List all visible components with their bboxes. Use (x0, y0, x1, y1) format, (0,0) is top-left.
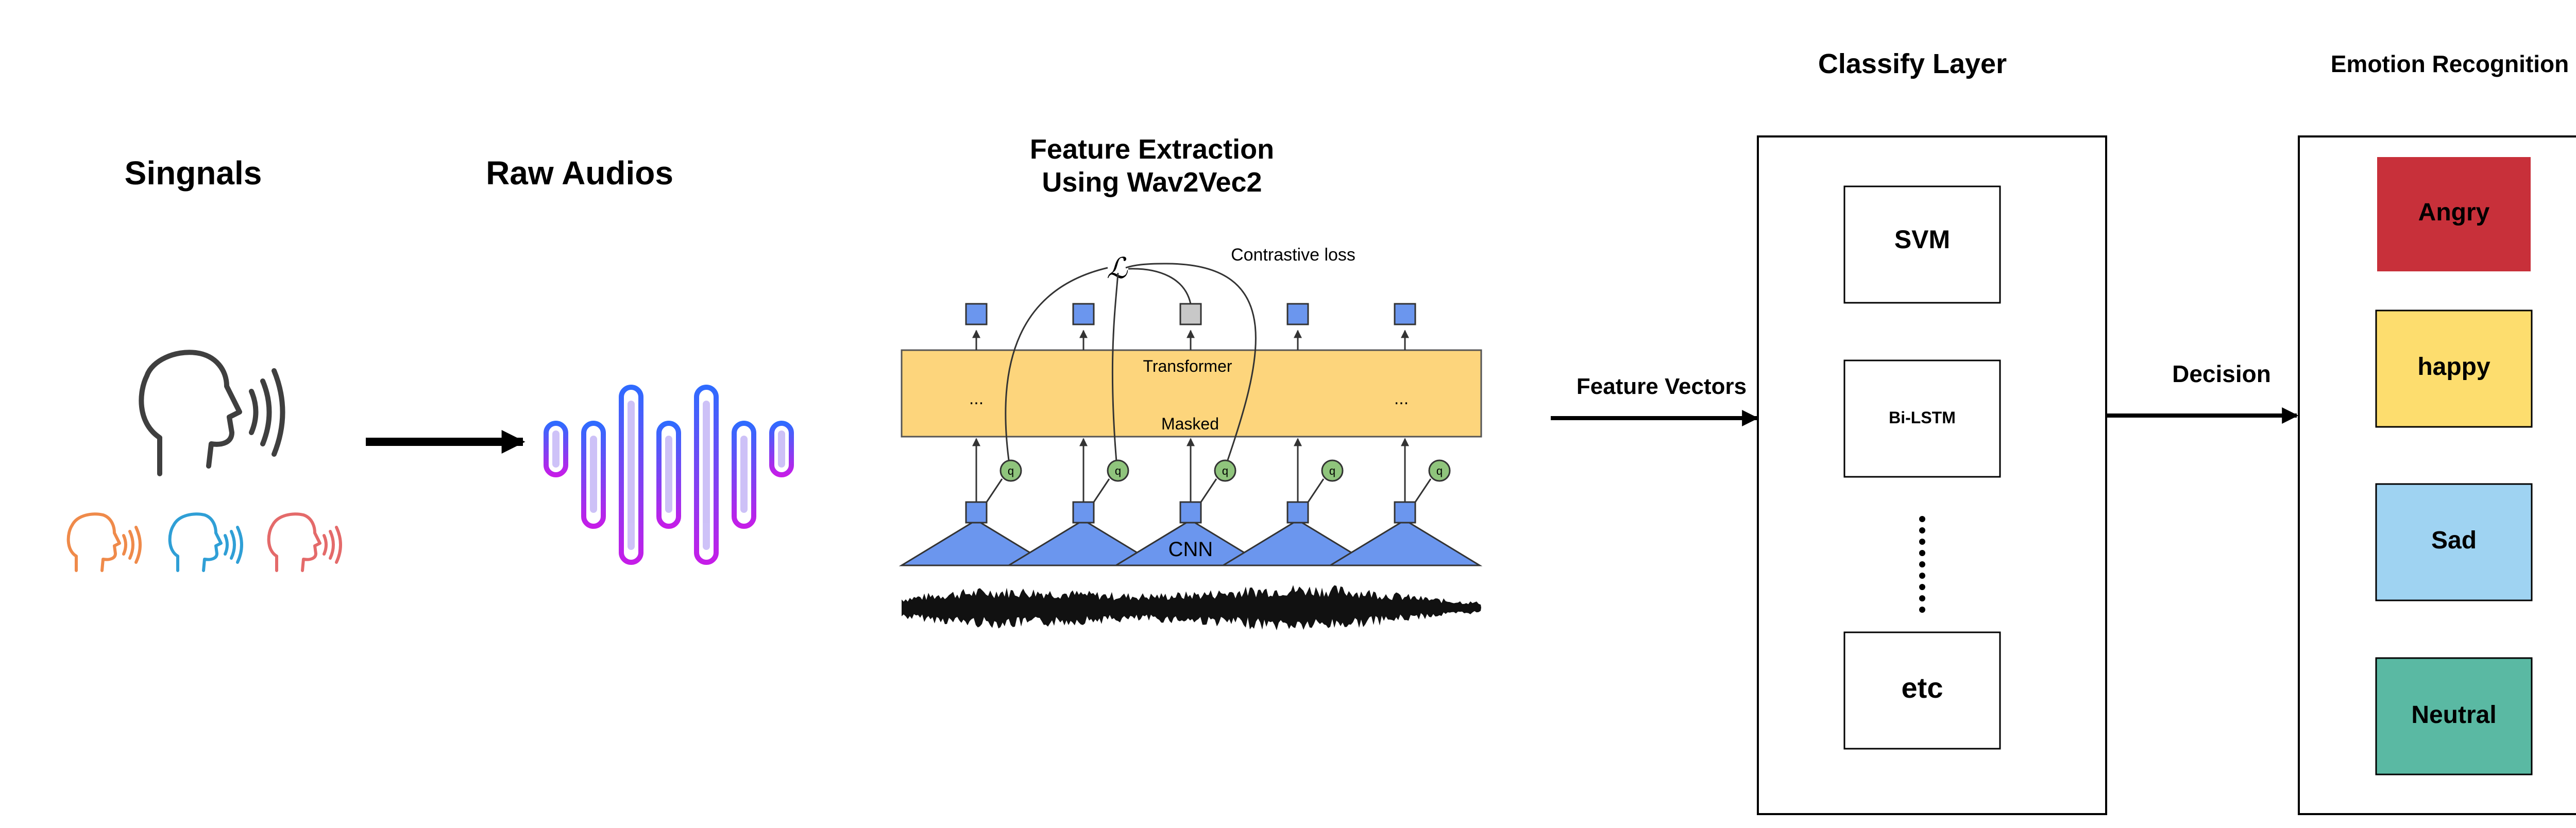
latent-token (1072, 501, 1095, 524)
etc-label: etc (1902, 671, 1943, 704)
signals-title: Singnals (125, 154, 262, 192)
bilstm-box (1843, 359, 2001, 478)
latent-token (1179, 501, 1202, 524)
classify-layer-title: Classify Layer (1818, 48, 2007, 79)
emotion-sad-label: Sad (2431, 527, 2477, 554)
emotion-neutral-box (2375, 657, 2533, 775)
etc-box (1843, 631, 2001, 750)
feature-vectors-label: Feature Vectors (1577, 374, 1747, 399)
emotion-happy-label: happy (2417, 353, 2490, 381)
speaker-blue-icon (168, 512, 243, 572)
context-token (965, 303, 988, 325)
q-label: q (1008, 464, 1014, 477)
emotion-happy-box (2375, 309, 2533, 428)
emotion-sad-box (2375, 483, 2533, 601)
q-label: q (1222, 464, 1228, 477)
speaker-main-icon (139, 350, 285, 476)
raw-audio-wave-icon (544, 385, 794, 565)
feature-extraction-title-line1: Feature Extraction (1030, 134, 1274, 165)
transformer-ellipsis-left: ... (969, 389, 984, 408)
context-token (1072, 303, 1095, 325)
q-label: q (1115, 464, 1121, 477)
context-token (1394, 303, 1416, 325)
latent-token (965, 501, 988, 524)
q-label: q (1329, 464, 1335, 477)
quantizer-nodes (999, 459, 1451, 482)
emotion-recognition-title: Emotion Recognition (2331, 50, 2569, 77)
feature-extraction-title-line2: Using Wav2Vec2 (1042, 167, 1262, 198)
raw-audios-title: Raw Audios (486, 154, 673, 192)
speaker-orange-icon (66, 512, 142, 572)
decision-label: Decision (2172, 360, 2271, 387)
transformer-ellipsis-right: ... (1394, 389, 1409, 408)
svm-label: SVM (1894, 225, 1950, 254)
speaker-red-icon (267, 512, 342, 572)
contrastive-loss-label: Contrastive loss (1231, 245, 1355, 265)
masked-label: Masked (1161, 415, 1219, 433)
input-waveform (902, 585, 1481, 631)
q-label: q (1436, 464, 1443, 477)
masked-context-token (1179, 303, 1202, 325)
emotion-angry-box (2377, 157, 2531, 271)
bilstm-label: Bi-LSTM (1889, 408, 1956, 427)
raw-audio-wave-inner (552, 401, 785, 550)
latent-token (1286, 501, 1309, 524)
emotion-neutral-label: Neutral (2411, 701, 2496, 729)
cnn-encoders (899, 519, 1483, 566)
transformer-block (901, 349, 1482, 438)
emotion-angry-label: Angry (2418, 199, 2490, 226)
svm-box (1843, 185, 2001, 304)
context-token (1286, 303, 1309, 325)
transformer-label: Transformer (1143, 357, 1232, 375)
cnn-label: CNN (1168, 538, 1213, 561)
more-classifiers-dots (1919, 516, 1925, 613)
latent-token (1394, 501, 1416, 524)
wav2vec-diagram: Transformer Masked ... ... ℒ Contrastive… (899, 245, 1483, 631)
